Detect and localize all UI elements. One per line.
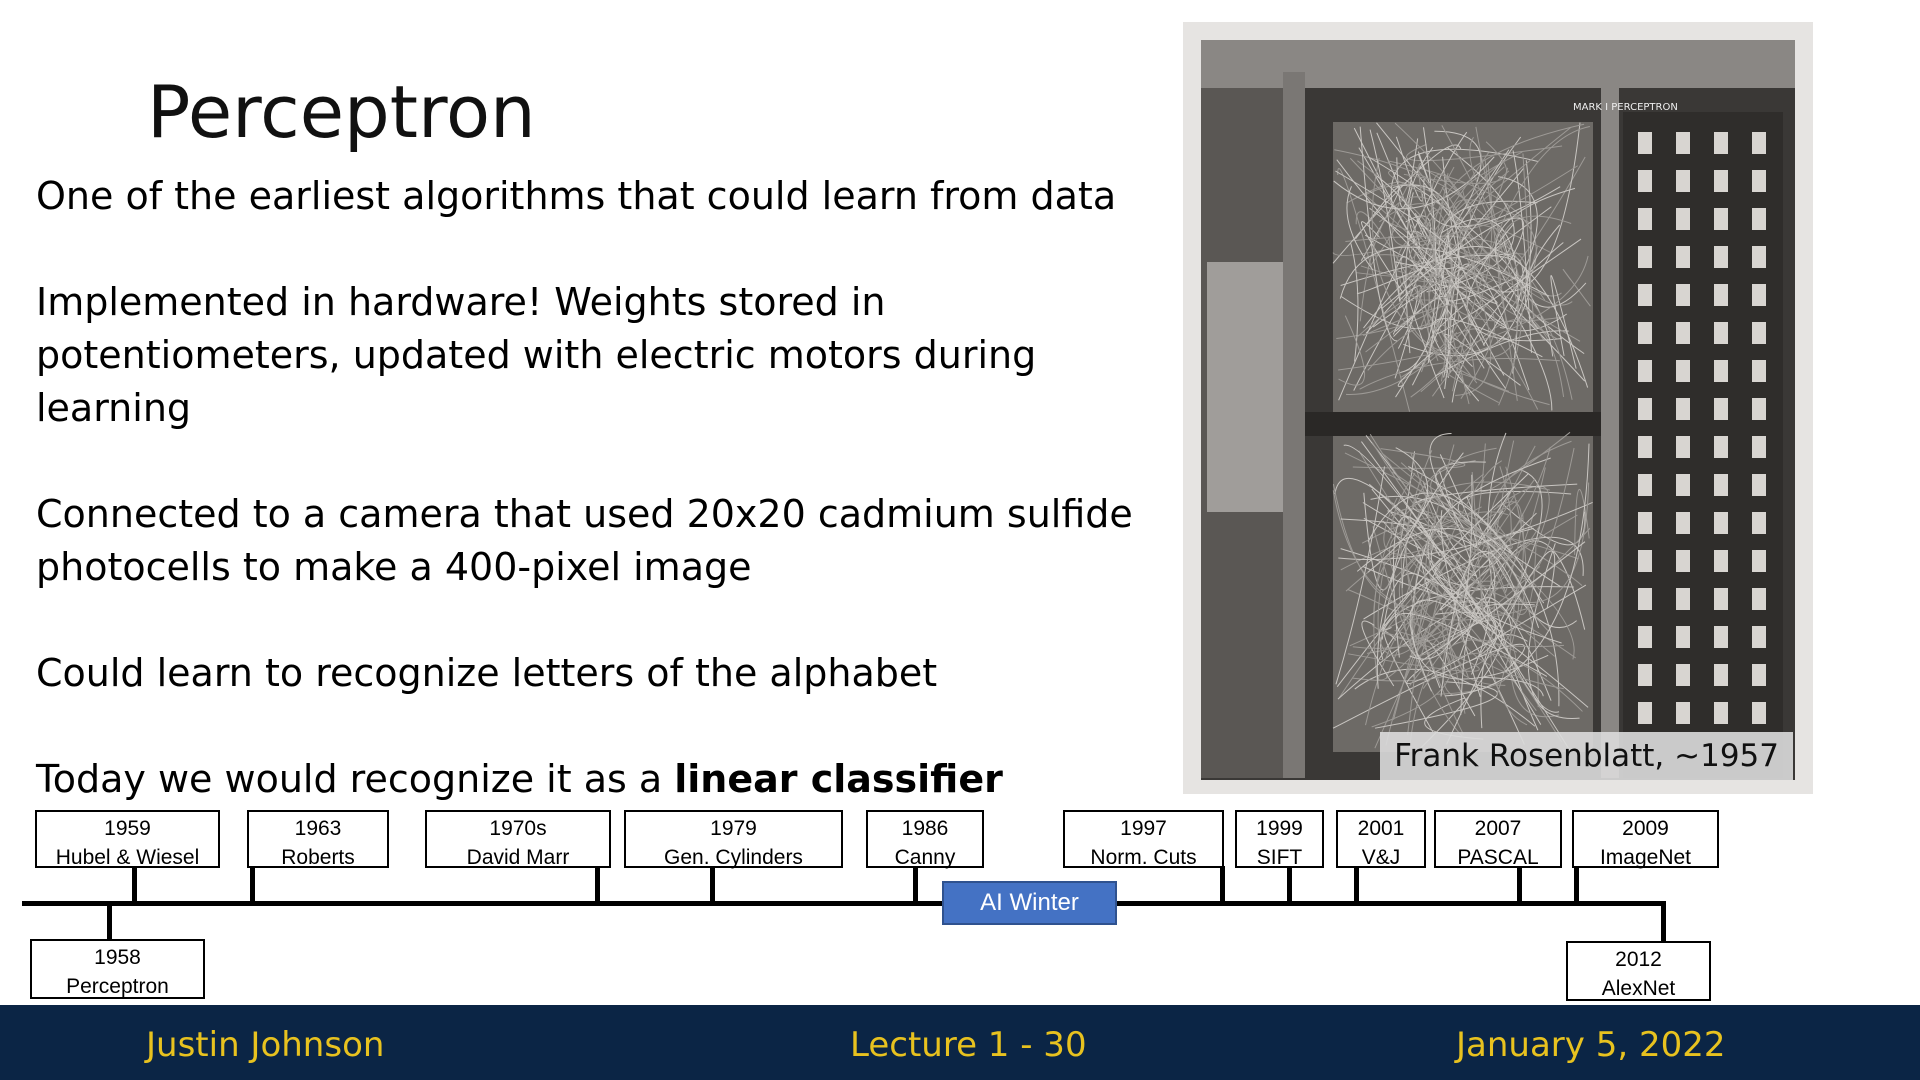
bullet-5-prefix: Today we would recognize it as a: [36, 757, 675, 801]
timeline-tick: [250, 866, 255, 906]
potentiometer-racks: [1638, 132, 1766, 724]
ai-winter-label: AI Winter: [942, 881, 1117, 925]
timeline-tick: [132, 866, 137, 906]
bullet-1: One of the earliest algorithms that coul…: [36, 174, 1117, 218]
bullet-list: One of the earliest algorithms that coul…: [36, 170, 1176, 859]
bullet-5: Today we would recognize it as a linear …: [36, 753, 1176, 806]
event-year: 1963: [294, 817, 342, 840]
footer-lecture: Lecture 1 - 30: [850, 1025, 1087, 1065]
event-label: SIFT: [1256, 846, 1303, 869]
timeline-tick: [1517, 866, 1522, 906]
timeline-axis: [22, 901, 1666, 906]
timeline-tick: [107, 901, 112, 941]
event-year: 1997: [1120, 817, 1167, 840]
photo-label: MARK I PERCEPTRON: [1573, 102, 1678, 113]
timeline-tick: [595, 866, 600, 906]
timeline-tick: [1574, 866, 1579, 906]
event-year: 2012: [1615, 948, 1662, 971]
event-year: 1958: [94, 946, 141, 969]
perceptron-photo: MARK I PERCEPTRON Frank Rosenblatt, ~195…: [1183, 22, 1813, 794]
event-label: Canny: [894, 846, 956, 869]
timeline-tick: [710, 866, 715, 906]
event-label: Hubel & Wiesel: [55, 846, 200, 869]
footer-date: January 5, 2022: [1456, 1025, 1726, 1065]
bullet-2: Implemented in hardware! Weights stored …: [36, 280, 1037, 430]
event-label: Norm. Cuts: [1090, 846, 1197, 869]
mark-i-perceptron-image: MARK I PERCEPTRON: [1201, 40, 1795, 780]
event-year: 1970s: [489, 817, 547, 840]
event-year: 1979: [710, 817, 757, 840]
event-year: 2009: [1622, 817, 1669, 840]
event-year: 2007: [1474, 817, 1522, 840]
event-year: 1959: [104, 817, 151, 840]
slide-title: Perceptron: [147, 70, 536, 154]
event-label: Roberts: [281, 846, 355, 869]
bullet-3: Connected to a camera that used 20x20 ca…: [36, 492, 1133, 589]
bullet-5-bold: linear classifier: [674, 757, 1003, 801]
timeline-tick: [1354, 866, 1359, 906]
timeline-tick: [1220, 866, 1225, 906]
timeline-tick: [1287, 866, 1292, 906]
timeline-tick: [913, 866, 918, 906]
event-label: Gen. Cylinders: [664, 846, 803, 869]
wire-pattern: [1332, 122, 1593, 750]
event-label: ImageNet: [1599, 846, 1692, 869]
footer-author: Justin Johnson: [146, 1025, 385, 1065]
event-label: AlexNet: [1601, 977, 1676, 1000]
event-label: PASCAL: [1457, 846, 1539, 869]
bullet-4: Could learn to recognize letters of the …: [36, 651, 938, 695]
event-label: V&J: [1361, 846, 1401, 869]
photo-caption: Frank Rosenblatt, ~1957: [1380, 732, 1793, 780]
timeline-tick: [1661, 901, 1666, 941]
event-label: David Marr: [466, 846, 570, 869]
event-label: Perceptron: [66, 975, 169, 998]
event-year: 1999: [1256, 817, 1303, 840]
footer-bar: Justin Johnson Lecture 1 - 30 January 5,…: [0, 1005, 1920, 1080]
event-year: 2001: [1357, 817, 1405, 840]
event-year: 1986: [901, 817, 949, 840]
